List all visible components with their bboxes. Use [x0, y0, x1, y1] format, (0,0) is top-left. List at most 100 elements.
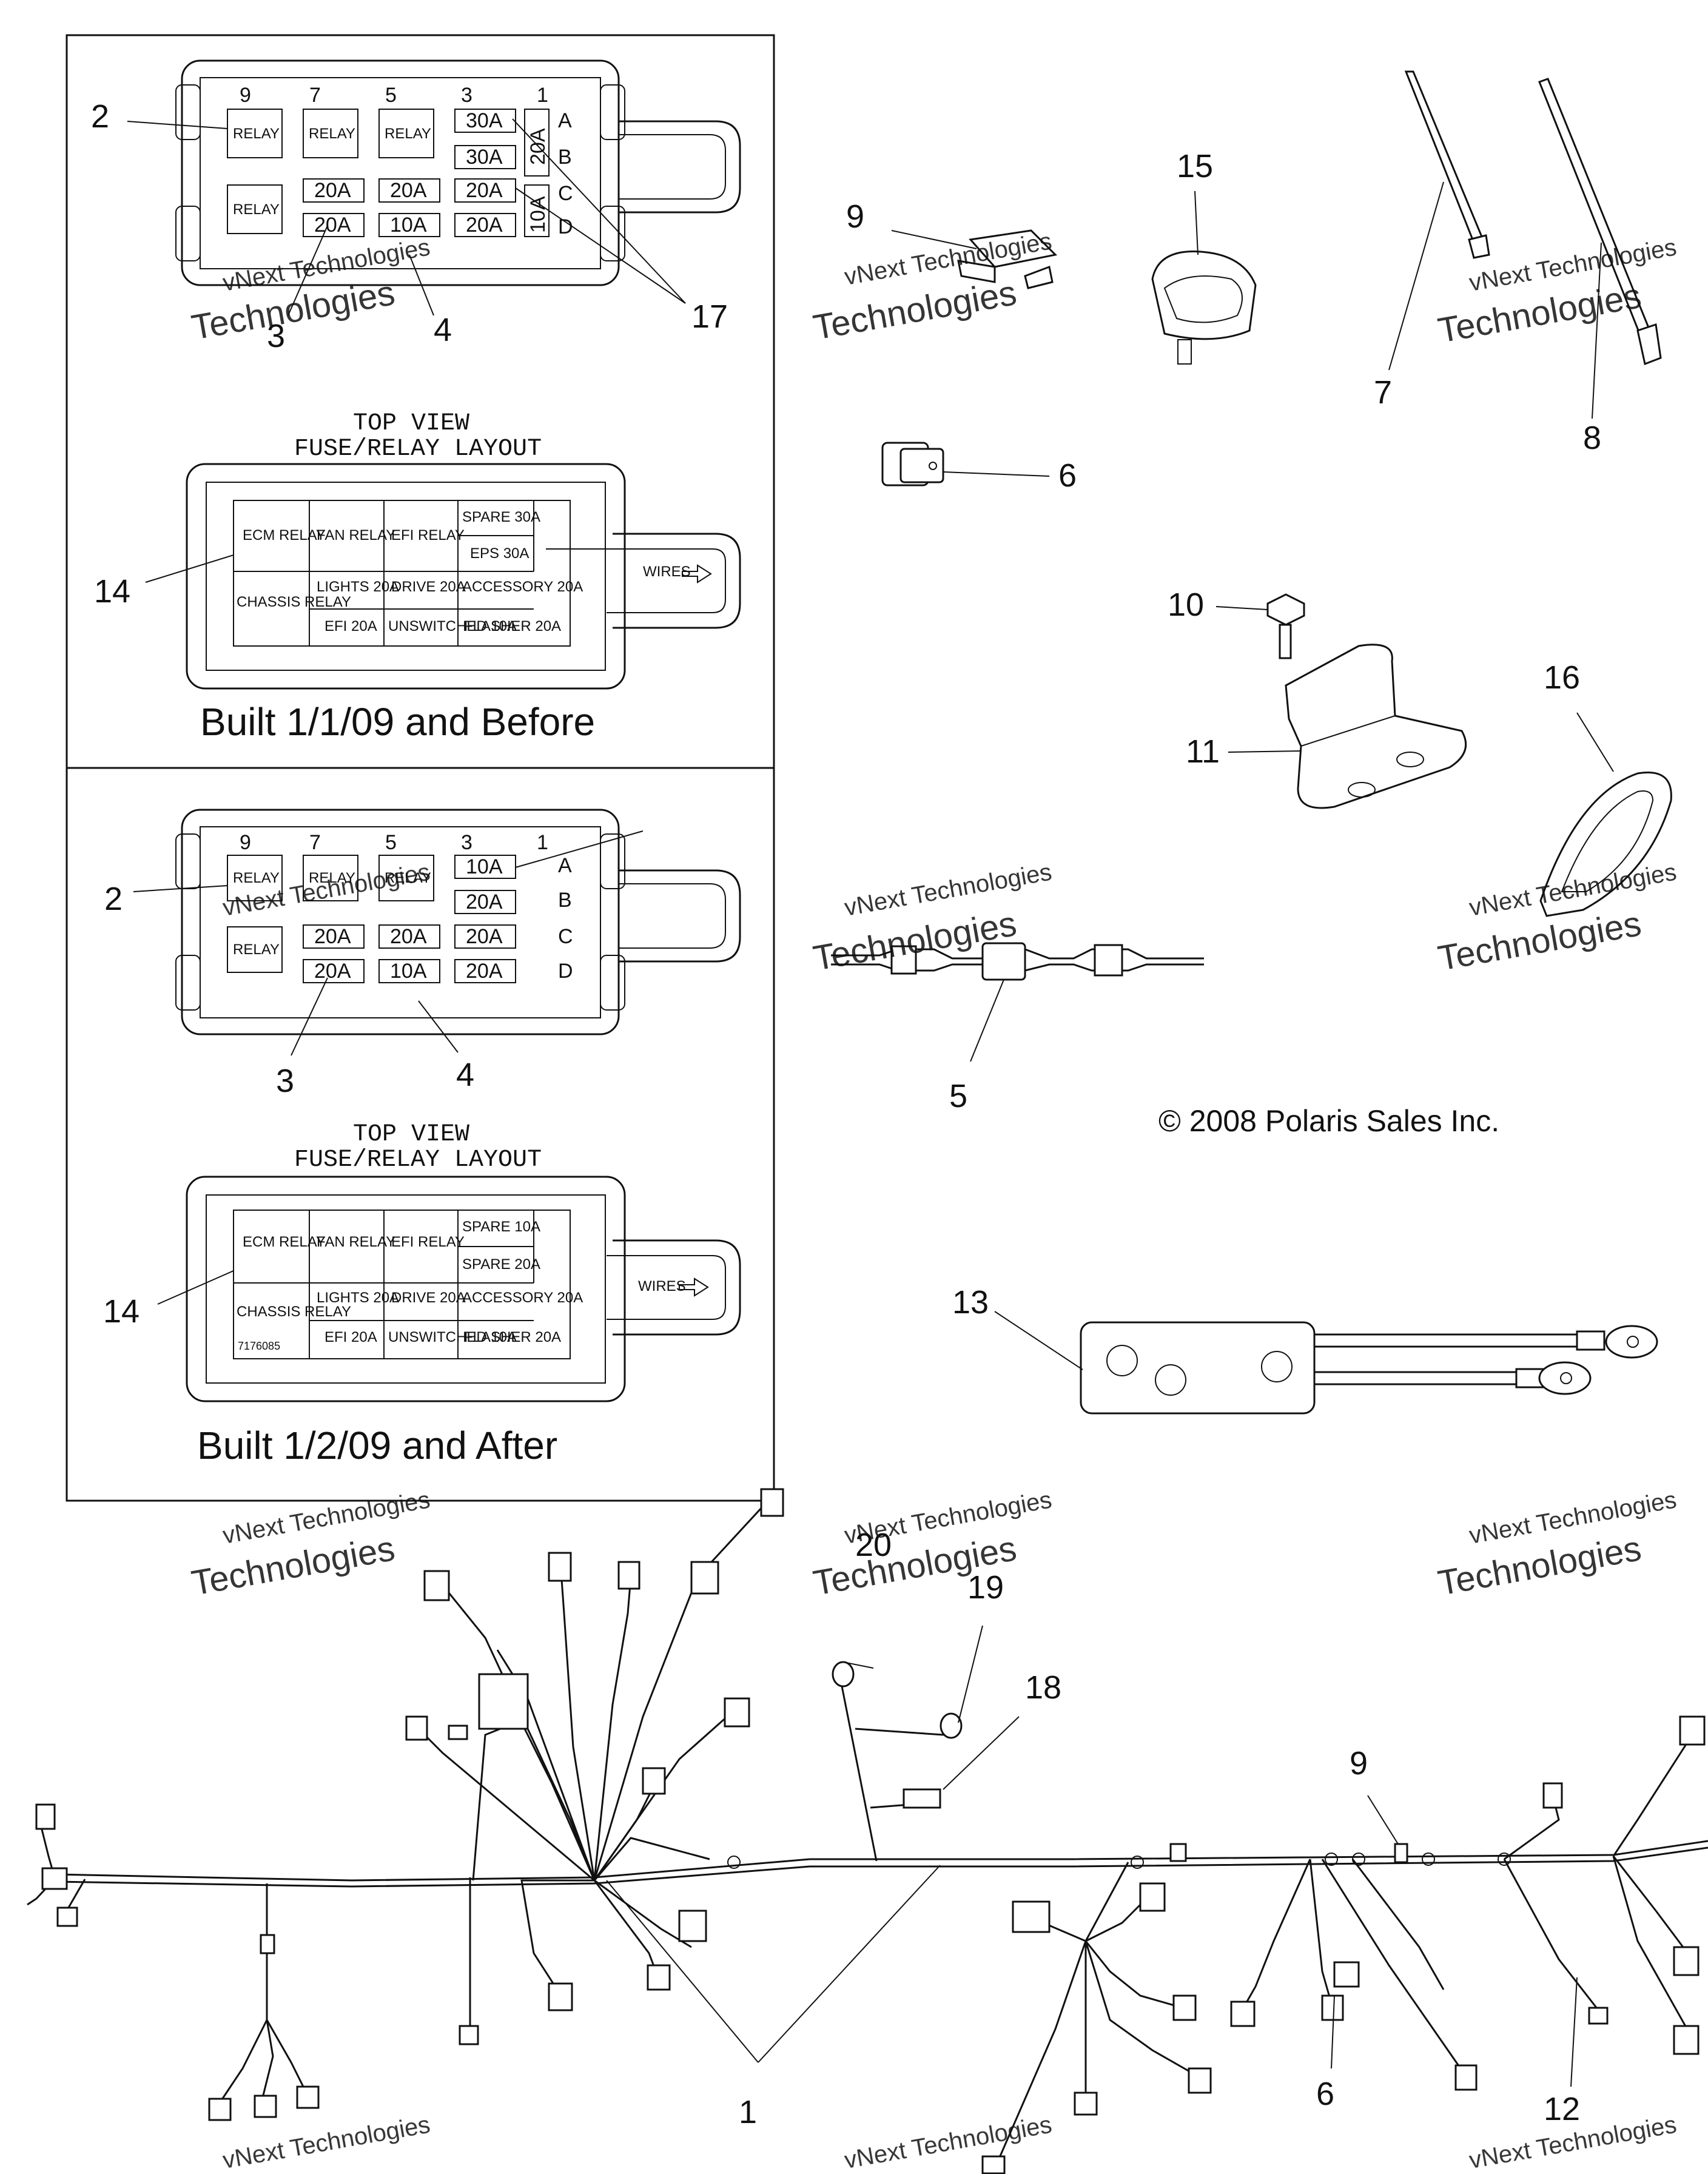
- fuse-label: 20A: [390, 925, 427, 948]
- relay-label: RELAY: [233, 870, 280, 886]
- watermark-text: Technologies: [1435, 1529, 1644, 1603]
- row-label-b: B: [558, 146, 572, 169]
- fuse-label: 20A: [314, 214, 351, 237]
- layout-unswitched: UNSWITCHED 10A: [388, 618, 517, 634]
- callout-12: 12: [1544, 2091, 1580, 2127]
- layout-fan-relay: FAN RELAY: [317, 1234, 395, 1250]
- caption-after: Built 1/2/09 and After: [197, 1424, 557, 1467]
- fuse-box-after: 9 7 5 3 1 A B C D RELAY RELAY RELAY RELA…: [175, 809, 741, 1035]
- fuse-layout-after: ECM RELAY FAN RELAY EFI RELAY SPARE 10A …: [186, 1176, 741, 1402]
- layout-fan-relay: FAN RELAY: [317, 527, 395, 544]
- callout-1: 1: [739, 2094, 757, 2130]
- part-13-ground-strap: 13: [952, 1284, 1658, 1415]
- layout-flasher: FLASHER 20A: [464, 618, 561, 634]
- watermark-text: vNext Technologies: [842, 2111, 1054, 2173]
- callout-9: 9: [846, 198, 864, 235]
- watermark-text: Technologies: [810, 273, 1020, 348]
- part-15-connector: 15: [1151, 148, 1257, 365]
- layout-ecm-relay: ECM RELAY: [243, 1234, 326, 1250]
- relay-label: RELAY: [385, 870, 431, 886]
- fuse-label: 20A: [466, 925, 503, 948]
- layout-accessory: ACCESSORY 20A: [462, 1290, 583, 1306]
- box-number-1: 1: [537, 831, 548, 854]
- callout-4: 4: [434, 312, 452, 348]
- callout-11: 11: [1186, 733, 1220, 770]
- part-10-bolt: 10: [1168, 587, 1305, 659]
- relay-label: RELAY: [385, 126, 431, 142]
- layout-chassis-relay: CHASSIS RELAY: [237, 1304, 351, 1320]
- fuse-label: 20A: [314, 925, 351, 948]
- fuse-label: 20A: [466, 214, 503, 237]
- part-6-connector: 6: [881, 442, 1077, 494]
- watermarks: vNext Technologies Technologies vNext Te…: [189, 227, 1678, 2173]
- box-number-7: 7: [309, 831, 321, 854]
- layout-lights: LIGHTS 20A: [317, 1290, 399, 1306]
- layout-drive: DRIVE 20A: [391, 1290, 466, 1306]
- view-subtitle: FUSE/RELAY LAYOUT: [294, 436, 542, 463]
- fuse-label: 30A: [466, 109, 503, 132]
- box-number-5: 5: [385, 84, 397, 107]
- relay-label: RELAY: [233, 201, 280, 218]
- callout-3: 3: [267, 318, 285, 354]
- callout-3: 3: [276, 1063, 294, 1099]
- fuse-label: 30A: [466, 146, 503, 169]
- arrow-right-icon: [679, 1277, 709, 1297]
- layout-efi-fuse: EFI 20A: [324, 618, 377, 634]
- row-label-c: C: [558, 925, 573, 948]
- row-label-d: D: [558, 960, 573, 983]
- layout-wires: WIRES: [638, 1278, 686, 1294]
- callout-8: 8: [1583, 420, 1601, 456]
- layout-chassis-relay: CHASSIS RELAY: [237, 594, 351, 610]
- panel-before: 9 7 5 3 1 A B C D RELAY RELAY RELAY RELA…: [91, 59, 741, 744]
- arrow-right-icon: [682, 564, 712, 584]
- callout-6: 6: [1058, 457, 1077, 494]
- callout-4: 4: [456, 1057, 474, 1093]
- relay-label: RELAY: [233, 126, 280, 142]
- fuse-box-before: 9 7 5 3 1 A B C D RELAY RELAY RELAY RELA…: [175, 59, 741, 286]
- callout-6: 6: [1316, 2076, 1334, 2112]
- relay-label: RELAY: [309, 870, 355, 886]
- callout-2: 2: [104, 881, 123, 917]
- watermark-text: vNext Technologies: [842, 227, 1054, 290]
- fuse-box-panels: [66, 34, 775, 1502]
- callout-13: 13: [952, 1284, 989, 1321]
- caption-before: Built 1/1/09 and Before: [200, 700, 595, 744]
- layout-flasher: FLASHER 20A: [464, 1329, 561, 1345]
- fuse-label: 20A: [314, 179, 351, 202]
- relay-label: RELAY: [233, 941, 280, 958]
- callout-10: 10: [1168, 587, 1204, 623]
- callout-15: 15: [1177, 148, 1213, 184]
- fuse-label: 20A: [390, 179, 427, 202]
- fuse-label: 20A: [466, 179, 503, 202]
- relay-label: RELAY: [309, 126, 355, 142]
- callout-5: 5: [949, 1078, 967, 1114]
- part-8-cable-tie: 8: [1538, 78, 1662, 456]
- layout-efi-relay: EFI RELAY: [391, 527, 465, 544]
- watermark-text: vNext Technologies: [221, 2111, 432, 2173]
- callout-2: 2: [91, 98, 109, 135]
- part-9-circuit-breaker: 9: [846, 198, 1058, 289]
- view-title: TOP VIEW: [353, 410, 469, 437]
- copyright-text: © 2008 Polaris Sales Inc.: [1158, 1104, 1499, 1138]
- callout-16: 16: [1544, 659, 1580, 696]
- view-title: TOP VIEW: [353, 1121, 469, 1148]
- layout-spare-1: SPARE 10A: [462, 1219, 540, 1235]
- fuse-label: 10A: [466, 855, 503, 878]
- layout-spare-2: SPARE 20A: [462, 1256, 540, 1273]
- layout-unswitched: UNSWITCHED 10A: [388, 1329, 517, 1345]
- fuse-label: 20A: [314, 960, 351, 983]
- callout-14: 14: [103, 1293, 140, 1330]
- fuse-label: 10A: [390, 960, 427, 983]
- callout-18: 18: [1025, 1669, 1061, 1706]
- watermark-text: vNext Technologies: [842, 858, 1054, 921]
- box-number-1: 1: [537, 84, 548, 107]
- callout-17: 17: [691, 298, 728, 335]
- row-label-c: C: [558, 182, 573, 205]
- callout-19: 19: [967, 1569, 1004, 1606]
- side-fuse-label: 10A: [526, 196, 550, 233]
- fuse-label: 20A: [466, 960, 503, 983]
- fuse-label: 20A: [466, 890, 503, 914]
- watermark-text: vNext Technologies: [221, 858, 432, 921]
- part-16-clamp: 16: [1539, 659, 1672, 917]
- panel-after: 9 7 5 3 1 A B C D RELAY RELAY RELAY RELA…: [103, 809, 741, 1467]
